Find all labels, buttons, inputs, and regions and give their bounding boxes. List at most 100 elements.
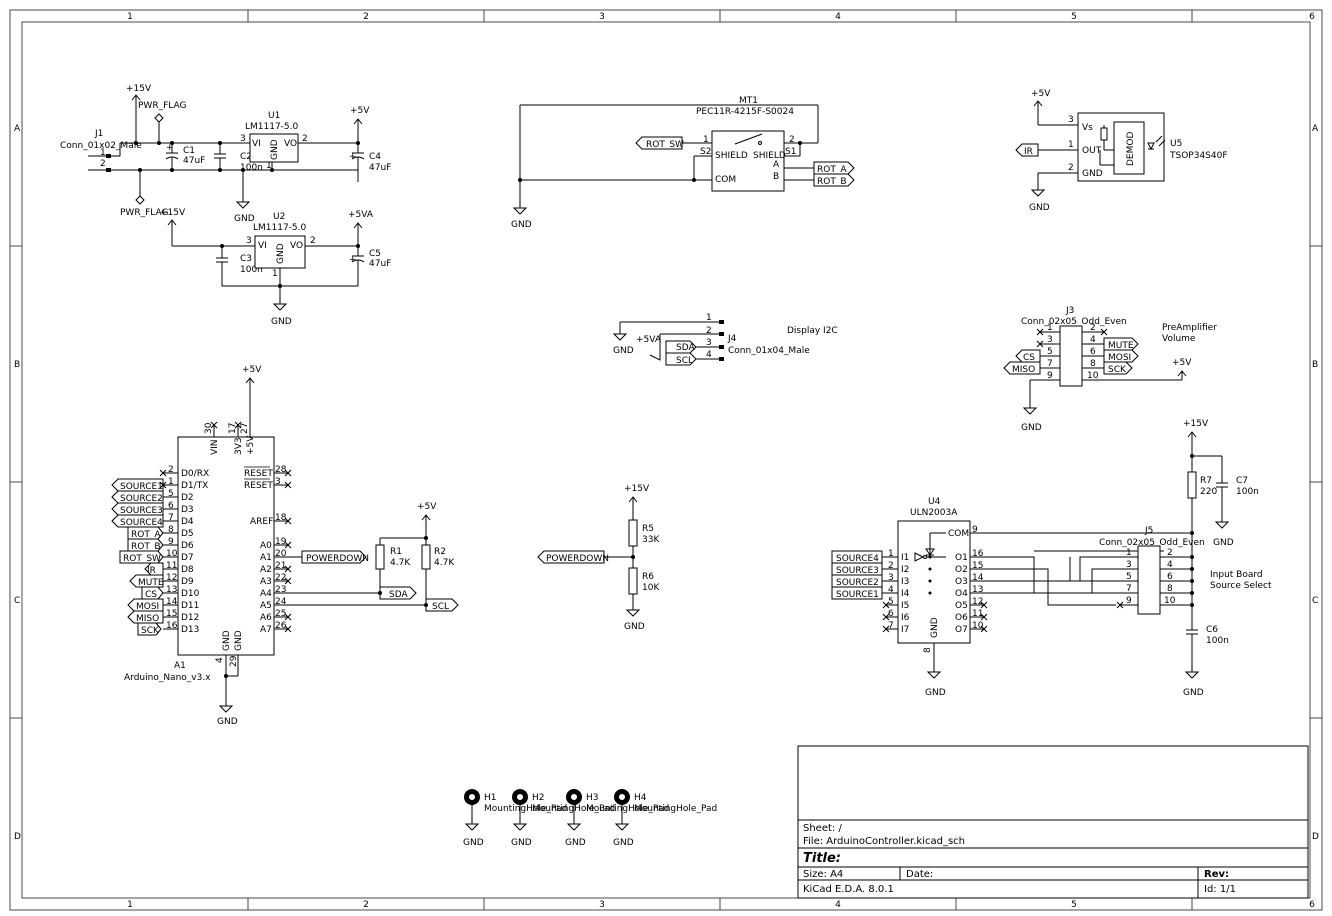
mounting-hole-h1: H1 MountingHole_Pad GND: [463, 789, 567, 848]
title-block: Sheet: / File: ArduinoController.kicad_s…: [797, 745, 1309, 899]
u4-input: I5: [901, 601, 909, 611]
u4-output: O6: [955, 613, 968, 623]
j4-pin3: 3: [706, 338, 712, 348]
u5-gnd-pin: GND: [1082, 169, 1103, 179]
c5-value: 47uF: [369, 259, 391, 269]
pwr-flag-bottom-label: PWR_FLAG: [120, 208, 168, 218]
u4-gnd-label: GND: [925, 688, 946, 698]
mounting-holes: H1 MountingHole_Pad GND H2 MountingHole_…: [463, 789, 717, 848]
j1-pin2: 2: [100, 159, 106, 169]
tb-date: Date:: [906, 869, 933, 880]
a1-right-pin-name: RESET: [244, 469, 273, 479]
row-label-a: A: [14, 124, 21, 134]
mt1-b: B: [773, 172, 779, 182]
c7-value: 100n: [1236, 487, 1259, 497]
net-source2: SOURCE2: [120, 494, 163, 504]
u2-pin3: 3: [246, 236, 252, 246]
u1-body: [249, 133, 299, 163]
u5-pin2: 2: [1068, 163, 1074, 173]
u4-input-num: 7: [888, 621, 894, 631]
a1-left-pin-num: 5: [168, 489, 174, 499]
u1-vi: VI: [252, 139, 261, 149]
u4-com-num: 9: [972, 525, 978, 535]
u4-input-num: 3: [888, 573, 894, 583]
preamp-connector-j3: J3 Conn_02x05_Odd_Even PreAmplifier Volu…: [1003, 306, 1217, 433]
u4-output: O3: [955, 577, 968, 587]
u4-output: O4: [955, 589, 968, 599]
mounting-hole-h2: H2 MountingHole_Pad GND: [511, 789, 615, 848]
net-miso-left: MISO: [136, 614, 159, 624]
row-label-a-right: A: [1312, 124, 1319, 134]
a1-right-pin-name: A1: [260, 553, 272, 563]
net-scl-a1: SCL: [432, 602, 449, 612]
j3-note1: PreAmplifier: [1162, 323, 1217, 333]
tb-tool: KiCad E.D.A. 8.0.1: [803, 884, 894, 895]
u2-gnd: GND: [276, 243, 286, 264]
net-rot-a-left: ROT_A: [131, 530, 161, 540]
a1-gnd-pin-4-num: 4: [215, 657, 225, 663]
col-label-6: 6: [1309, 12, 1315, 22]
a1-right-pin-num: 22: [275, 573, 286, 583]
a1-right-pin-num: 28: [275, 465, 287, 475]
row-label-b-right: B: [1312, 360, 1318, 370]
u4-input: I6: [901, 613, 910, 623]
a1-pin-vin-num: 30: [204, 422, 214, 434]
a1-left-pin-name: D7: [181, 553, 194, 563]
a1-left-pin-num: 14: [166, 597, 178, 607]
r2-ref: R2: [434, 547, 446, 557]
net-ir: IR: [1024, 147, 1033, 157]
a1-left-pin-name: D1/TX: [181, 481, 208, 491]
tb-title: Title:: [803, 851, 841, 866]
u1-gnd: GND: [270, 139, 280, 160]
u5-demod: DEMOD: [1126, 132, 1136, 166]
h1-ref: H1: [484, 793, 497, 803]
j4-net-sda: SDA: [676, 343, 695, 353]
a1-left-pin-num: 9: [168, 537, 174, 547]
net-rot-b-left: ROT_B: [131, 542, 161, 552]
h1-value: MountingHole_Pad: [484, 804, 567, 814]
a1-right-pin-num: 26: [275, 621, 287, 631]
u4-output-num: 11: [972, 609, 983, 619]
a1-right-pin-num: 25: [275, 609, 286, 619]
power-supply-section: J1 Conn_01x02_Male 1 2 +15V PWR_FLAG PWR…: [60, 84, 391, 327]
u4-input: I1: [901, 553, 909, 563]
net-source4: SOURCE4: [120, 518, 163, 528]
a1-right-pin-num: 24: [275, 597, 287, 607]
uln2003a-u4: U4 ULN2003A COM I1 I2 I3 I4 I5 I6 I7 1 2…: [831, 497, 1192, 698]
net-rot-b: ROT_B: [817, 177, 847, 187]
mt1-shield-right: SHIELD: [753, 151, 786, 161]
a1-gnd-label: GND: [217, 717, 238, 727]
j3-net-mute: MUTE: [1108, 341, 1134, 351]
r6-ref: R6: [642, 572, 654, 582]
net-source1: SOURCE1: [120, 482, 163, 492]
r5-body: [628, 519, 638, 547]
a1-left-pin-name: D12: [181, 613, 199, 623]
c3-value: 100n: [240, 265, 263, 275]
a1-right-pin-name: A3: [260, 577, 272, 587]
j3-pin10: 10: [1087, 371, 1099, 381]
u4-ref: U4: [928, 497, 941, 507]
r6-body: [628, 567, 638, 595]
net-cs-left: CS: [145, 590, 157, 600]
u4-gnd-pin: GND: [930, 617, 940, 638]
c6-ref: C6: [1206, 625, 1218, 635]
u5-vs: Vs: [1082, 123, 1093, 133]
j3-pin7: 7: [1047, 359, 1053, 369]
a1-left-pin-num: 11: [166, 561, 177, 571]
r1-ref: R1: [390, 547, 402, 557]
r2-body: [421, 544, 431, 570]
j5-pin10: 10: [1164, 596, 1176, 606]
u1-value: LM1117-5.0: [245, 122, 299, 132]
a1-right-pin-num: 20: [275, 549, 287, 559]
tb-rev: Rev:: [1204, 869, 1229, 880]
j5-body: [1137, 545, 1161, 615]
j4-net-scl: SCL: [676, 356, 693, 366]
mt1-com: COM: [715, 175, 736, 185]
u4-output: O5: [955, 601, 968, 611]
c4-value: 47uF: [369, 163, 391, 173]
u5-pin1: 1: [1068, 140, 1074, 150]
u1-ref: U1: [268, 111, 280, 121]
pwr-flag-top-label: PWR_FLAG: [138, 101, 186, 111]
a1-right-pin-name: A6: [260, 613, 272, 623]
row-label-d: D: [14, 832, 21, 842]
